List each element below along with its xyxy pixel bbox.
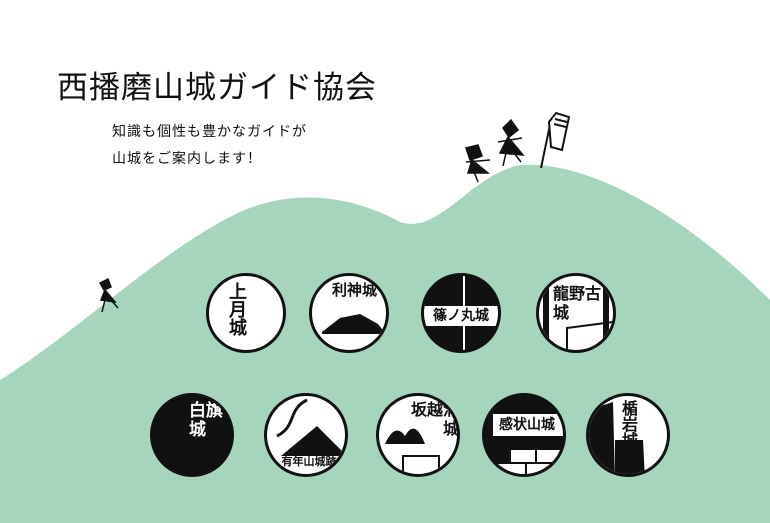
castle-tateiwa[interactable]: 楯岩城 <box>586 393 670 477</box>
castle-label: 有年山城跡 <box>281 455 337 468</box>
castle-label: 白旗城 <box>189 401 223 440</box>
castle-label: 篠ノ丸城 <box>433 308 489 324</box>
castle-label: 上月城 <box>226 282 247 336</box>
page-title: 西播磨山城ガイド協会 <box>57 70 377 106</box>
castle-shinonomaru[interactable]: 篠ノ丸城 <box>421 273 501 353</box>
tree-wall-icon <box>543 276 613 350</box>
subtitle-line-1: 知識も個性も豊かなガイドが <box>112 124 307 140</box>
castle-sakoshiura[interactable]: 坂越浦城 <box>376 393 460 477</box>
castle-label: 楯岩城 <box>619 400 638 448</box>
subtitle-line-2: 山城をご案内します！ <box>112 151 262 167</box>
hiker-icon <box>98 118 525 313</box>
crescent-moon-icon <box>259 276 283 350</box>
stone-wall-icon <box>493 414 563 474</box>
maple-leaf-icon <box>424 276 498 350</box>
castle-rikan[interactable]: 利神城 <box>309 273 389 353</box>
castle-label: 龍野古城 <box>553 284 602 322</box>
castle-kanjousan[interactable]: 感状山城 <box>482 393 566 477</box>
castle-unemori[interactable]: 有年山城跡 <box>264 393 348 477</box>
castle-label: 利神城 <box>332 281 378 299</box>
river-mountain-icon <box>276 398 345 456</box>
castle-label: 坂越浦城 <box>410 400 459 438</box>
castle-label: 感状山城 <box>499 417 555 433</box>
rock-icon <box>589 402 645 474</box>
castle-tatsunoko[interactable]: 龍野古城 <box>536 273 616 353</box>
mountain-wall-icon <box>385 428 440 474</box>
flag-icon <box>540 111 571 169</box>
castle-shirahata[interactable]: 白旗城 <box>150 393 234 477</box>
castle-kozuki[interactable]: 上月城 <box>206 273 286 353</box>
mountain-cloud-icon <box>322 314 386 334</box>
